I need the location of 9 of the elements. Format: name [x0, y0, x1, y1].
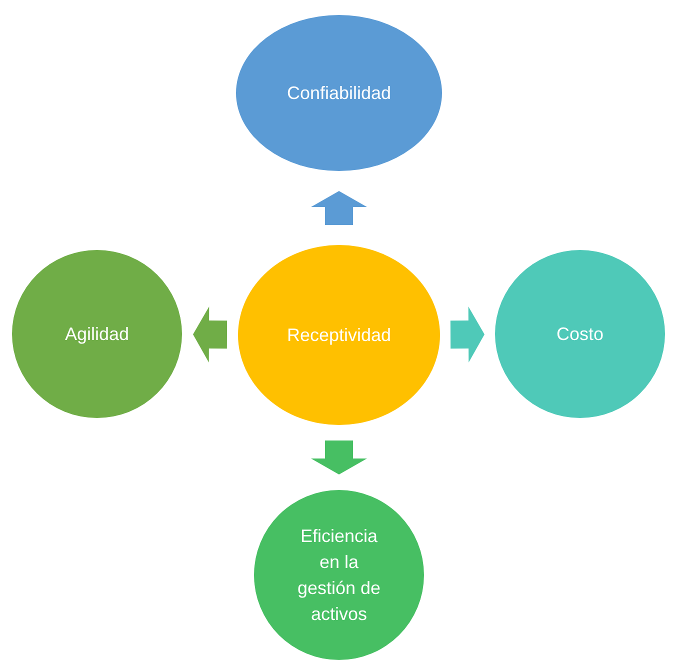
- node-label: Confiabilidad: [286, 82, 392, 105]
- node-label: Eficiencia en la gestión de activos: [296, 525, 382, 626]
- node-label: Costo: [556, 323, 604, 346]
- block-arrow: [450, 306, 484, 362]
- block-arrow: [193, 306, 228, 362]
- node-label: Agilidad: [64, 323, 130, 346]
- block-arrow: [311, 440, 367, 474]
- node-label: Receptividad: [286, 324, 392, 347]
- block-arrow: [311, 191, 367, 225]
